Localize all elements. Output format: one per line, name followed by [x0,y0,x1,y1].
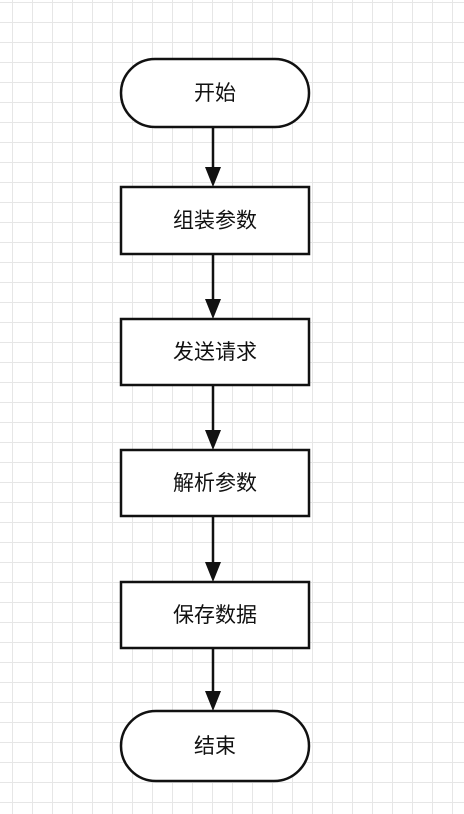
flow-node-assemble-params: 组装参数 [119,185,311,256]
arrowhead-start-to-assemble-params [205,167,221,187]
arrowhead-assemble-params-to-send-request [205,299,221,319]
process-box-send-request [119,317,311,387]
arrowhead-save-data-to-end [205,691,221,711]
node-label-save-data: 保存数据 [173,603,257,627]
flow-node-start: 开始 [119,57,311,129]
terminal-shape-end [119,709,311,783]
arrowhead-send-request-to-parse-params [205,430,221,450]
node-label-send-request: 发送请求 [173,340,257,364]
node-label-assemble-params: 组装参数 [173,209,257,233]
flow-node-end: 结束 [119,709,311,783]
flow-node-send-request: 发送请求 [119,317,311,387]
terminal-shape-start [119,57,311,129]
process-box-parse-params [119,448,311,518]
node-label-end: 结束 [194,734,236,758]
node-label-start: 开始 [194,81,236,105]
arrowhead-parse-params-to-save-data [205,562,221,582]
flow-node-parse-params: 解析参数 [119,448,311,518]
node-label-parse-params: 解析参数 [173,471,257,495]
process-box-assemble-params [119,185,311,256]
flow-node-save-data: 保存数据 [119,580,311,650]
process-box-save-data [119,580,311,650]
